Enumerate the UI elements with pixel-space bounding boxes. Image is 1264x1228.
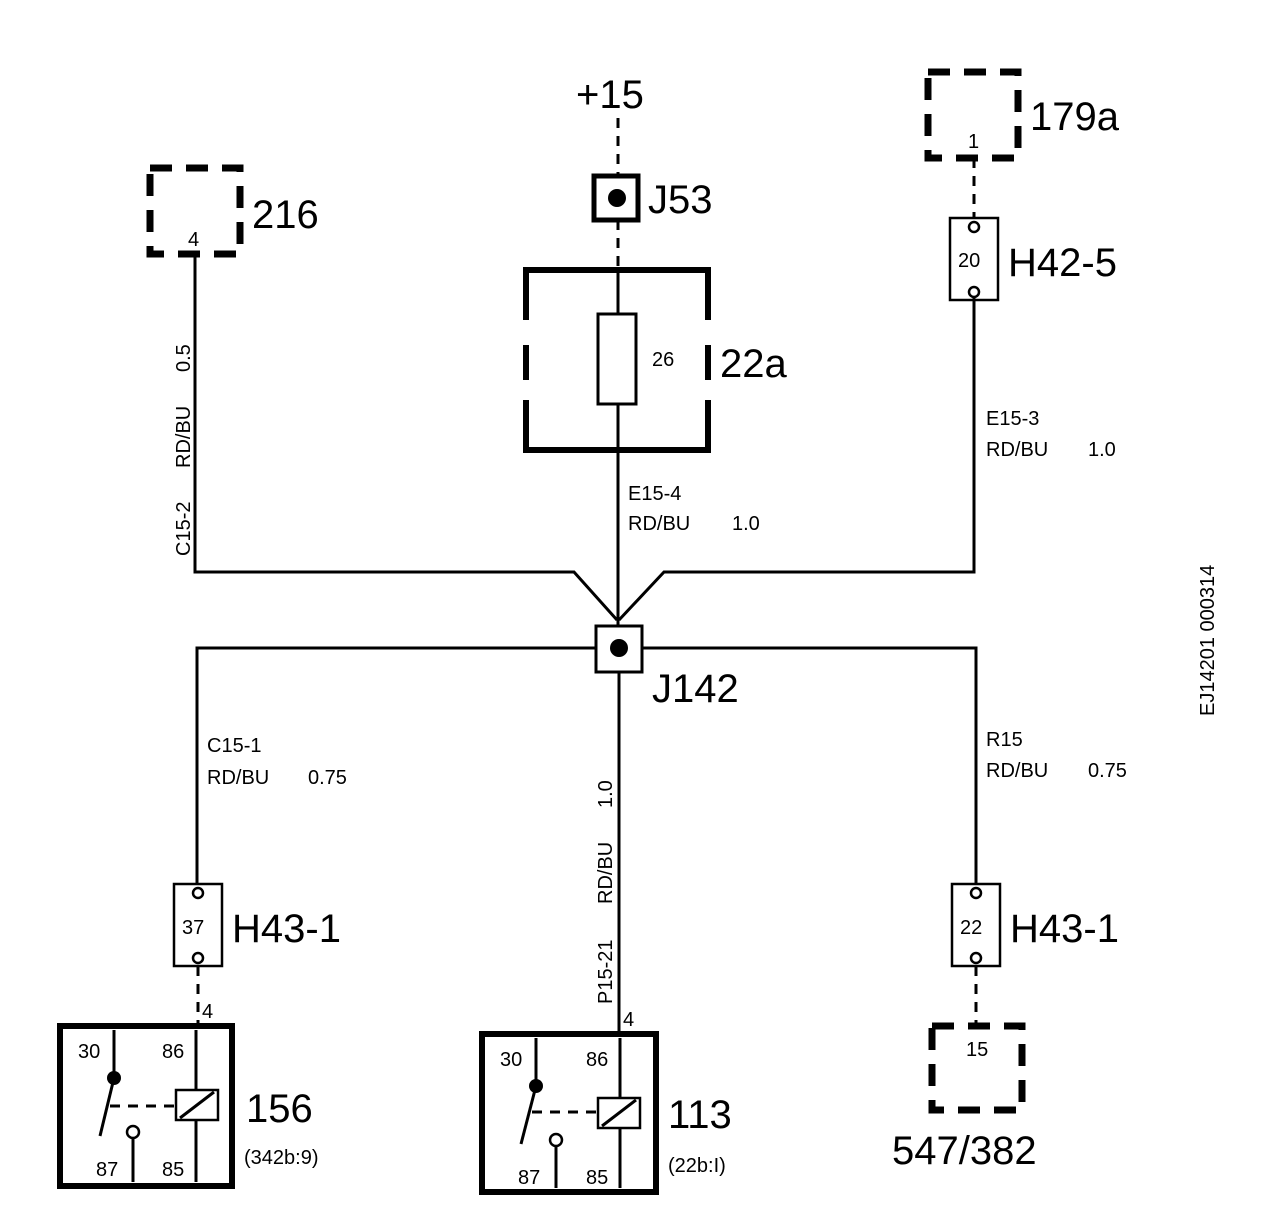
- connector-h43-1-right: [950, 882, 1002, 968]
- relay-113: [479, 1031, 659, 1195]
- wire-e15-3-color: RD/BU: [986, 439, 1048, 461]
- relay-156-terminal-85: 85: [162, 1159, 184, 1181]
- relay-156: [57, 1023, 235, 1189]
- relay-156-label: 156: [246, 1087, 313, 1131]
- relay-113-terminal-86: 86: [586, 1049, 608, 1071]
- wire-c15-2: [193, 254, 619, 622]
- fuse-element: [596, 312, 638, 406]
- wire-c15-2-size: 0.5: [173, 344, 195, 372]
- connector-h43-1-right-label: H43-1: [1010, 907, 1119, 951]
- component-216-pin: 4: [188, 229, 199, 251]
- wire-r15: [642, 646, 978, 884]
- fuse-box-22a: [523, 267, 711, 453]
- wire-e15-3-size: 1.0: [1088, 439, 1116, 461]
- relay-156-input-pin: 4: [202, 1001, 213, 1023]
- wire-r15-id: R15: [986, 729, 1023, 751]
- wire-c15-1: [195, 646, 596, 884]
- wire-p15-21-color: RD/BU: [595, 842, 617, 904]
- junction-j142: [594, 624, 644, 674]
- connector-h43-1-right-pin: 22: [960, 917, 982, 939]
- relay-113-input-pin: 4: [623, 1009, 634, 1031]
- supply-label: +15: [576, 73, 644, 117]
- wire-c15-2-labels: C15-2 RD/BU 0.5: [173, 344, 195, 556]
- wire-p15-21-labels: P15-21 RD/BU 1.0: [595, 780, 617, 1004]
- relay-156-terminal-30: 30: [78, 1041, 100, 1063]
- connector-h43-1-left-label: H43-1: [232, 907, 341, 951]
- relay-156-terminal-87: 87: [96, 1159, 118, 1181]
- wire-c15-1-id: C15-1: [207, 735, 261, 757]
- component-547-382-pin: 15: [966, 1039, 988, 1061]
- component-216-label: 216: [252, 193, 319, 237]
- component-547-382-label: 547/382: [892, 1129, 1037, 1173]
- wire-e15-4-color: RD/BU: [628, 513, 690, 535]
- wire-c15-2-id: C15-2: [173, 502, 195, 556]
- wire-r15-color: RD/BU: [986, 760, 1048, 782]
- connector-h43-1-left: [172, 882, 224, 968]
- component-179a-pin: 1: [968, 131, 979, 153]
- document-code: EJ14201 000314: [1197, 565, 1219, 716]
- wire-c15-1-color: RD/BU: [207, 767, 269, 789]
- connector-h43-1-left-pin: 37: [182, 917, 204, 939]
- fuse-box-label: 22a: [720, 342, 787, 386]
- wire-c15-1-size: 0.75: [308, 767, 347, 789]
- component-547-382: [928, 1022, 1026, 1114]
- relay-156-ref: (342b:9): [244, 1147, 319, 1169]
- wire-p15-21-size: 1.0: [595, 780, 617, 808]
- junction-j53-label: J53: [648, 178, 713, 222]
- fuse-number: 26: [652, 349, 674, 371]
- wire-e15-4-id: E15-4: [628, 483, 681, 505]
- relay-113-terminal-87: 87: [518, 1167, 540, 1189]
- relay-113-label: 113: [668, 1093, 732, 1137]
- relay-113-terminal-85: 85: [586, 1167, 608, 1189]
- connector-h42-5-label: H42-5: [1008, 241, 1117, 285]
- wire-p15-21-id: P15-21: [595, 940, 617, 1005]
- wire-e15-4-size: 1.0: [732, 513, 760, 535]
- relay-113-terminal-30: 30: [500, 1049, 522, 1071]
- relay-156-terminal-86: 86: [162, 1041, 184, 1063]
- wire-r15-size: 0.75: [1088, 760, 1127, 782]
- relay-113-ref: (22b:I): [668, 1155, 726, 1177]
- wire-c15-2-color: RD/BU: [173, 406, 195, 468]
- connector-h42-5-pin: 20: [958, 250, 980, 272]
- connector-h42-5: [948, 216, 1000, 302]
- junction-j53: [591, 173, 641, 223]
- wire-e15-3-id: E15-3: [986, 408, 1039, 430]
- component-179a-label: 179a: [1030, 95, 1120, 139]
- wire-e15-3: [617, 298, 976, 622]
- junction-j142-label: J142: [652, 667, 739, 711]
